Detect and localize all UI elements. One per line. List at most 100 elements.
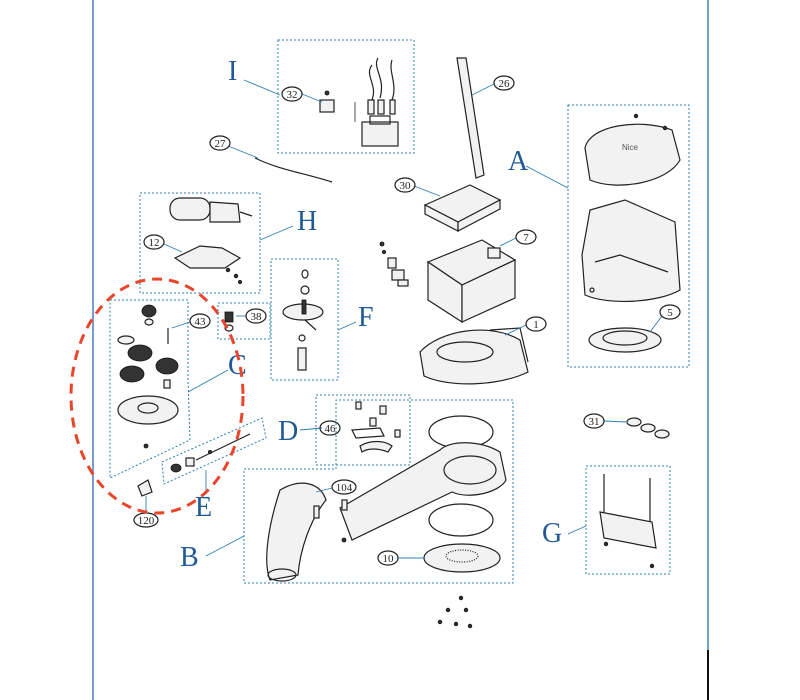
shaft (297, 347, 307, 371)
gearbox (209, 201, 241, 223)
callout-1-bubble (525, 316, 547, 332)
callout-30-bubble (394, 177, 416, 193)
group-a-label: A (508, 146, 529, 177)
callout-12-bubble (143, 234, 165, 250)
connector (367, 99, 375, 115)
limit-part-3 (369, 417, 377, 427)
callout-38-bubble (245, 308, 267, 324)
part-38-box (217, 302, 271, 340)
callout-31: 31 (589, 416, 600, 428)
washer-2 (640, 423, 656, 433)
screw-head-2 (381, 249, 386, 254)
screw-head-4 (437, 619, 443, 625)
screw-head (458, 595, 464, 601)
straight-arm (339, 442, 507, 541)
callout-12: 12 (149, 237, 160, 249)
washer (626, 417, 642, 427)
screw-head (207, 449, 212, 454)
cable (254, 157, 333, 183)
bushing-2 (300, 285, 310, 295)
washer-3 (654, 429, 670, 439)
group-f-label: F (358, 302, 374, 333)
planetary-gear (127, 344, 153, 362)
gear-washer (144, 318, 154, 326)
callout-10-bubble (377, 550, 399, 566)
callout-120: 120 (138, 515, 155, 527)
group-f-box (270, 258, 339, 381)
group-h-leader (259, 225, 294, 241)
callout-7-bubble (515, 229, 537, 245)
screw-head (379, 241, 385, 247)
part-1: 1 (419, 316, 547, 385)
arm-pin (313, 505, 320, 519)
group-i-label: I (228, 56, 237, 87)
transformer-coil (369, 115, 391, 125)
callout-32-leader (301, 93, 323, 103)
connector-2 (377, 99, 385, 115)
callout-32-bubble (281, 86, 303, 102)
callout-32: 32 (287, 89, 298, 101)
screw-head-2 (445, 607, 451, 613)
nut (603, 541, 609, 547)
top-cover (584, 123, 681, 186)
group-h-box (139, 192, 261, 294)
screw-head-3 (237, 279, 242, 284)
housing-hole (589, 287, 595, 293)
gear-hub (301, 299, 307, 315)
small-connector-2 (391, 269, 405, 281)
screw-head-6 (467, 623, 473, 629)
encoder-disk (423, 543, 501, 573)
part-30: 30 (394, 177, 502, 232)
group-d-box (315, 394, 411, 466)
callout-7: 7 (523, 232, 529, 244)
group-b-box (243, 399, 514, 584)
part-27: 27 (209, 135, 333, 183)
spacer (117, 335, 135, 345)
loose-screws (437, 595, 473, 629)
callout-30-leader (413, 185, 441, 197)
pin (304, 319, 317, 331)
curved-arm-foot (267, 568, 297, 582)
group-f-leader (337, 321, 357, 331)
part-38: 38 (217, 302, 271, 340)
group-b: B 104 10 (180, 399, 514, 584)
transformer (361, 121, 399, 147)
control-board-front (457, 199, 501, 232)
wire-harness (368, 57, 382, 101)
base-ring (436, 341, 494, 363)
group-a-box (567, 104, 690, 368)
carrier-plate (117, 395, 179, 425)
limit-spring (359, 440, 393, 453)
group-c-leader (187, 369, 229, 393)
carrier-hub (137, 402, 159, 414)
screw-head (341, 537, 347, 543)
group-i: I 32 (228, 39, 415, 154)
terminal-block (319, 99, 335, 113)
callout-43-leader (171, 321, 191, 329)
callout-1-leader (504, 324, 527, 336)
nut-2 (649, 563, 655, 569)
group-c: C 43 (109, 299, 247, 479)
callout-5-leader (649, 315, 663, 333)
group-g-leader (567, 525, 587, 535)
planetary-gear-2 (119, 365, 145, 383)
group-d-leader (299, 427, 323, 431)
small-washer (224, 324, 234, 332)
screw-head-2 (662, 125, 668, 131)
curved-arm (266, 482, 327, 581)
release-key (137, 479, 153, 497)
antenna-bar (456, 57, 485, 179)
callout-31-leader (603, 420, 627, 423)
group-a: A Nice 5 (508, 104, 690, 368)
callout-12-leader (163, 243, 183, 253)
gear-pin (163, 379, 171, 389)
motor-base (419, 329, 529, 385)
arm-pin-2 (341, 499, 348, 511)
screw-head (143, 443, 149, 449)
group-i-leader (243, 79, 281, 96)
callout-27-bubble (209, 135, 231, 151)
group-g: G (542, 465, 671, 575)
group-b-label: B (180, 542, 199, 573)
callout-26-leader (471, 83, 495, 96)
group-e: E (161, 417, 267, 523)
